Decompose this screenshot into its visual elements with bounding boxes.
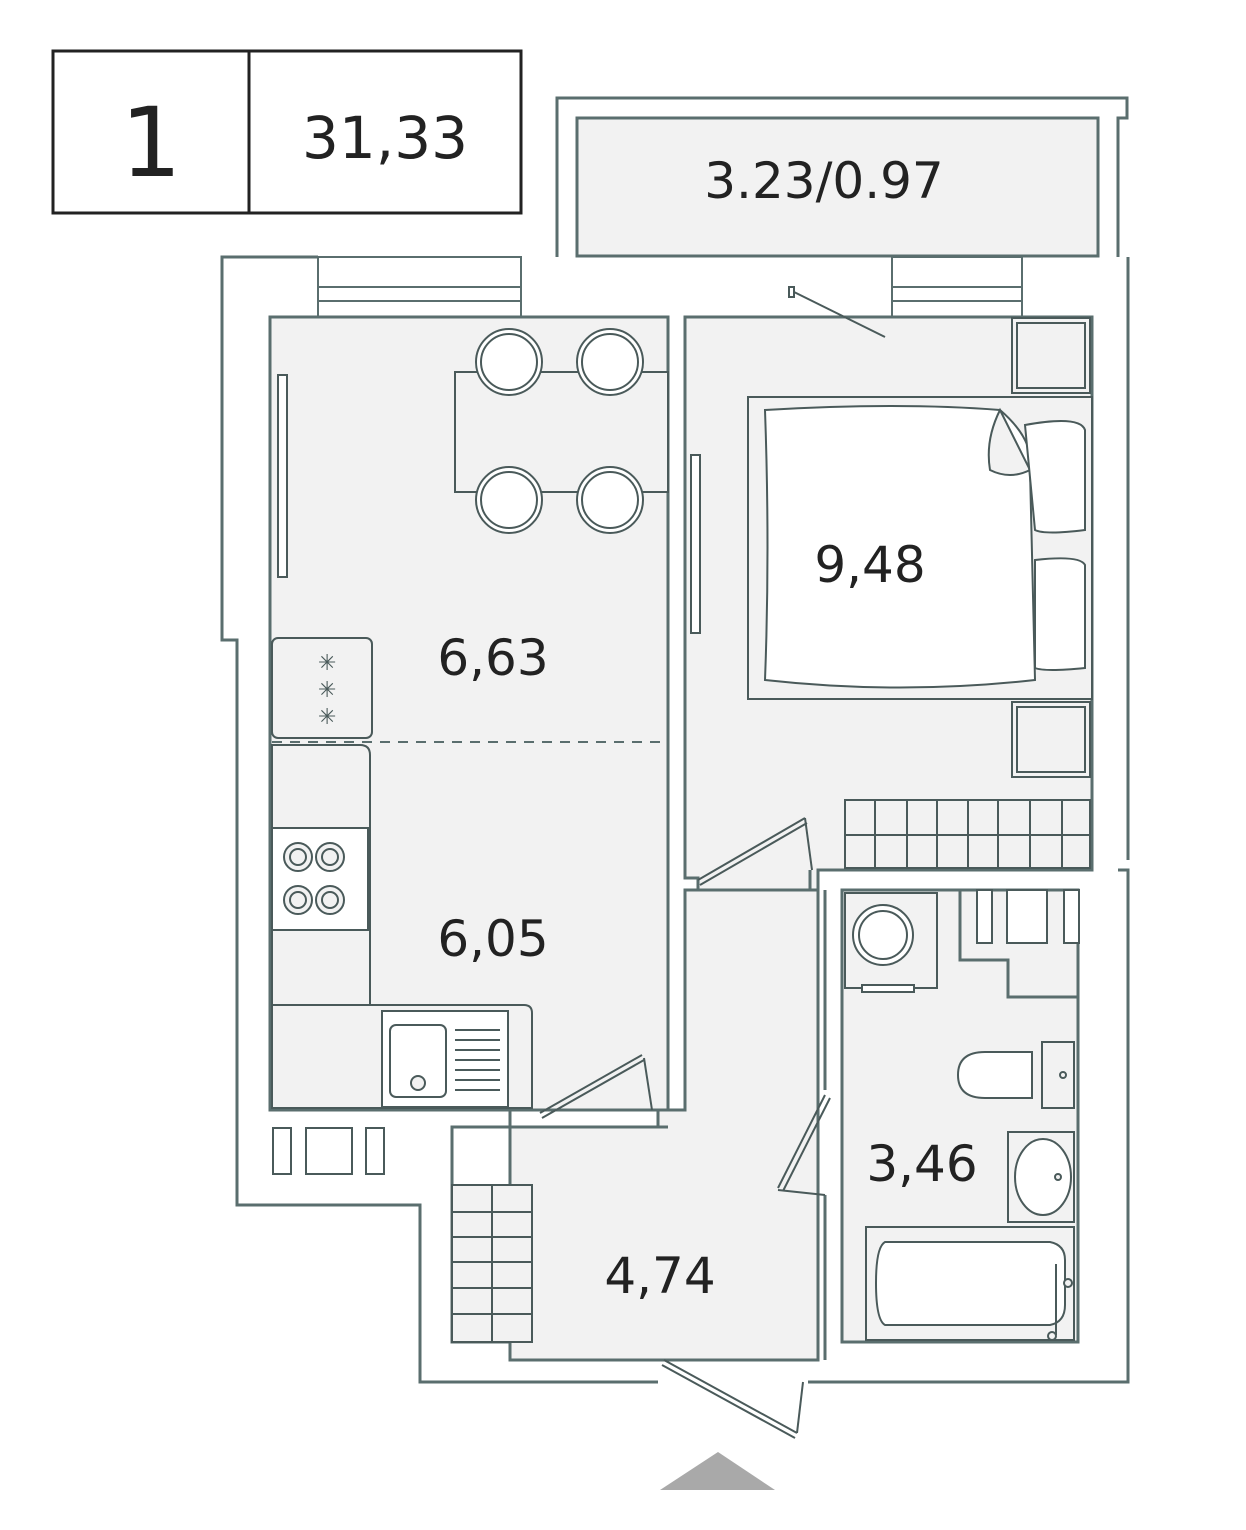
svg-text:✳: ✳ bbox=[318, 651, 336, 676]
bathroom-area: 3,46 bbox=[866, 1135, 977, 1193]
bedroom-area: 9,48 bbox=[814, 536, 925, 594]
svg-text:✳: ✳ bbox=[318, 705, 336, 730]
bathroom-fixtures bbox=[844, 892, 1075, 1341]
windows bbox=[317, 256, 1023, 318]
kitchen-counter: ✳ ✳ ✳ bbox=[271, 637, 533, 1109]
balcony: 3.23/0.97 bbox=[575, 116, 1100, 258]
side-cabinets bbox=[272, 889, 1080, 1175]
svg-text:✳: ✳ bbox=[318, 678, 336, 703]
kitchen-area: 6,05 bbox=[437, 910, 548, 968]
bedroom-furniture: 9,48 bbox=[747, 317, 1093, 778]
dining-set bbox=[454, 328, 669, 534]
hallway-area: 4,74 bbox=[604, 1247, 715, 1305]
doors bbox=[539, 286, 886, 1439]
kitchen-dining-area: 6,63 bbox=[437, 629, 548, 687]
balcony-area: 3.23/0.97 bbox=[704, 152, 944, 210]
outer-walls bbox=[220, 96, 1130, 1384]
hall-wardrobe bbox=[451, 1184, 533, 1343]
room-count: 1 bbox=[120, 87, 181, 199]
header-box: 1 31,33 bbox=[51, 49, 523, 215]
entrance-arrow-icon bbox=[660, 1452, 775, 1490]
wardrobe bbox=[844, 799, 1091, 869]
radiators bbox=[277, 374, 701, 634]
total-area: 31,33 bbox=[302, 104, 468, 172]
